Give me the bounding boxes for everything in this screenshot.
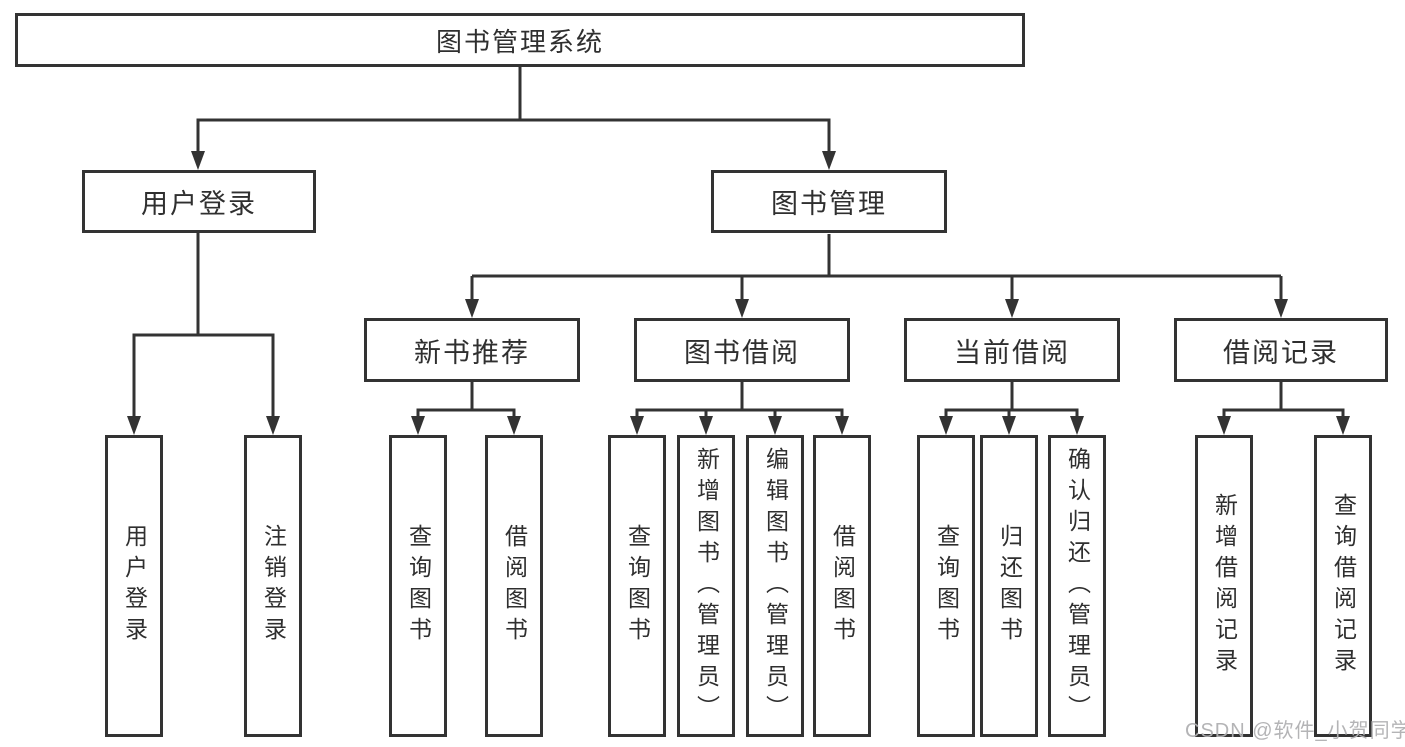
node-borrowing-records: 借阅记录 <box>1174 318 1388 382</box>
leaf-label: 借阅图书 <box>829 524 856 648</box>
node-label: 借阅记录 <box>1223 337 1339 368</box>
edge-borrow-record-split <box>1222 408 1345 419</box>
leaf-label: 注销登录 <box>260 524 287 648</box>
csdn-watermark: CSDN @软件_小贺同学 <box>1185 720 1405 742</box>
node-label: 用户登录 <box>141 189 257 219</box>
leaf-label: 用户登录 <box>121 524 148 648</box>
edge-current-borrow-split <box>944 408 1079 419</box>
edge-root-split <box>196 118 831 154</box>
arrow-down-icon <box>1070 416 1084 435</box>
arrow-down-icon <box>1002 416 1016 435</box>
leaf-add-books-admin: 新增图书（管理员） <box>677 435 735 737</box>
arrow-down-icon <box>1274 299 1288 318</box>
node-root-system: 图书管理系统 <box>15 13 1025 67</box>
leaf-edit-books-admin: 编辑图书（管理员） <box>746 435 804 737</box>
arrow-down-icon <box>768 416 782 435</box>
leaf-query-borrow-record: 查询借阅记录 <box>1314 435 1372 737</box>
leaf-label: 查询图书 <box>933 524 960 648</box>
arrow-down-icon <box>191 151 205 170</box>
arrow-down-icon <box>939 416 953 435</box>
leaf-label: 编辑图书（管理员） <box>762 446 789 726</box>
arrow-down-icon <box>127 416 141 435</box>
leaf-query-books-recommend: 查询图书 <box>389 435 447 737</box>
node-book-borrowing: 图书借阅 <box>634 318 850 382</box>
leaf-label: 借阅图书 <box>501 524 528 648</box>
arrow-down-icon <box>1217 416 1231 435</box>
leaf-query-books-current: 查询图书 <box>917 435 975 737</box>
arrow-down-icon <box>266 416 280 435</box>
leaf-label: 归还图书 <box>996 524 1023 648</box>
node-label: 图书管理系统 <box>435 26 604 57</box>
node-label: 图书管理 <box>771 189 887 219</box>
leaf-label: 查询图书 <box>405 524 432 648</box>
arrow-down-icon <box>1336 416 1350 435</box>
edge-book-borrow-split <box>635 408 844 419</box>
leaf-label: 查询借阅记录 <box>1330 493 1357 679</box>
arrow-down-icon <box>822 151 836 170</box>
node-label: 新书推荐 <box>414 337 530 368</box>
leaf-label: 新增图书（管理员） <box>693 446 720 726</box>
node-label: 当前借阅 <box>954 337 1070 368</box>
arrow-down-icon <box>735 299 749 318</box>
leaf-logout: 注销登录 <box>244 435 302 737</box>
node-current-borrowing: 当前借阅 <box>904 318 1120 382</box>
leaf-return-books: 归还图书 <box>980 435 1038 737</box>
arrow-down-icon <box>1005 299 1019 318</box>
leaf-borrow-books-recommend: 借阅图书 <box>485 435 543 737</box>
leaf-confirm-return-admin: 确认归还（管理员） <box>1048 435 1106 737</box>
edge-user-login-split <box>132 333 275 419</box>
leaf-add-borrow-record: 新增借阅记录 <box>1195 435 1253 737</box>
arrow-down-icon <box>507 416 521 435</box>
node-book-management: 图书管理 <box>711 170 947 233</box>
node-user-login: 用户登录 <box>82 170 316 233</box>
leaf-label: 确认归还（管理员） <box>1064 446 1091 726</box>
leaf-query-books-borrow: 查询图书 <box>608 435 666 737</box>
node-label: 图书借阅 <box>684 337 800 368</box>
arrow-down-icon <box>411 416 425 435</box>
leaf-borrow-books: 借阅图书 <box>813 435 871 737</box>
arrow-down-icon <box>465 299 479 318</box>
arrow-down-icon <box>699 416 713 435</box>
edge-new-book-split <box>416 408 516 419</box>
leaf-label: 查询图书 <box>624 524 651 648</box>
node-new-book-recommendation: 新书推荐 <box>364 318 580 382</box>
arrow-down-icon <box>835 416 849 435</box>
leaf-user-login: 用户登录 <box>105 435 163 737</box>
arrow-down-icon <box>630 416 644 435</box>
leaf-label: 新增借阅记录 <box>1211 493 1238 679</box>
